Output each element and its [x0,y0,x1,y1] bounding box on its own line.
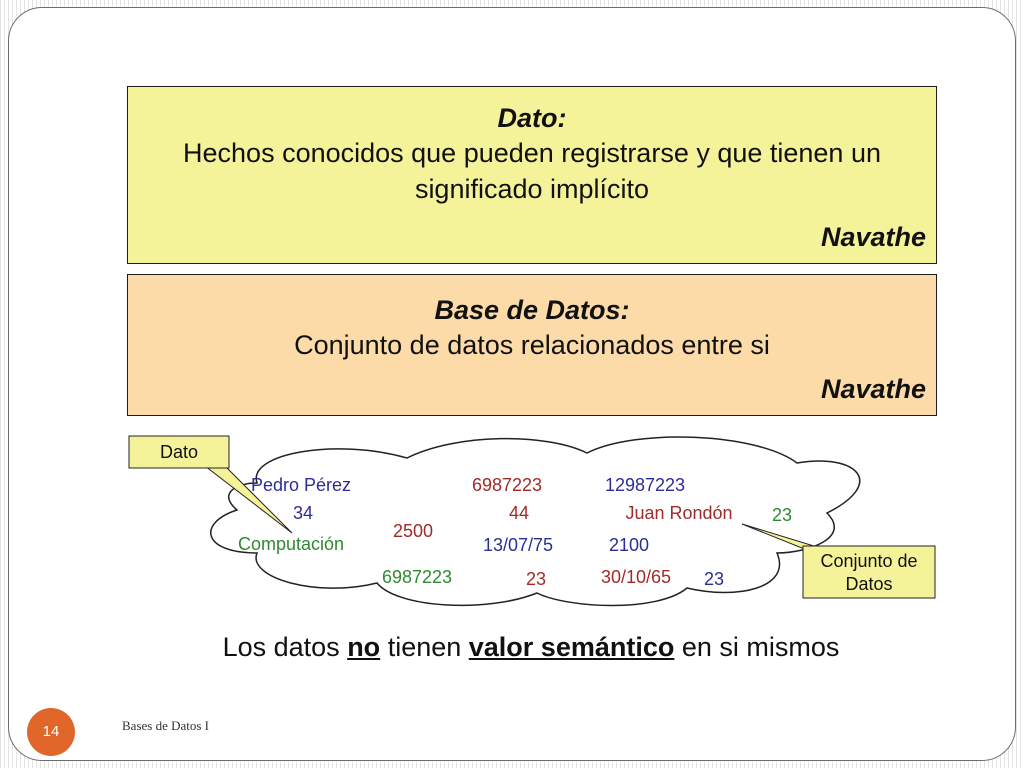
cloud-word: 23 [526,569,546,589]
cloud-word: 23 [772,505,792,525]
definition-box-dato: Dato: Hechos conocidos que pueden regist… [127,86,937,264]
cloud-word: 6987223 [382,567,452,587]
cloud-shape [210,436,861,607]
callout-conjunto-label-line1: Conjunto de [820,551,917,571]
cloud-word: 2500 [393,521,433,541]
cloud-word: 44 [509,503,529,523]
cloud-word: 6987223 [472,475,542,495]
callout-dato: Dato [128,435,293,534]
cloud-word: Computación [238,534,344,554]
definition-text: Hechos conocidos que pueden registrarse … [183,138,881,204]
cloud-word: 13/07/75 [483,535,553,555]
cloud-word: 30/10/65 [601,567,671,587]
cloud-word: 12987223 [605,475,685,495]
cloud-word: 2100 [609,535,649,555]
cloud-words: Pedro Pérez 6987223 12987223 34 44 Juan Rondó… [238,475,792,589]
conclusion-text-3: en si mismos [674,632,840,662]
definition-title: Dato: [497,103,567,133]
footer-course-title: Bases de Datos I [122,718,210,733]
definition-box-base-de-datos: Base de Datos: Conjunto de datos relacio… [127,274,937,416]
cloud-word: 34 [293,503,313,523]
callout-conjunto-box [802,545,936,599]
page-number-badge: 14 [27,708,75,756]
slide-card: Dato: Hechos conocidos que pueden regist… [8,7,1016,761]
data-cloud-diagram: Dato Conjunto de Datos Pedro Pérez 698722… [128,435,936,607]
conclusion-emphasis-valor-semantico: valor semántico [468,632,675,662]
definition-author: Navathe [820,222,926,252]
cloud-word: Pedro Pérez [251,475,351,495]
slide-content-image: Dato: Hechos conocidos que pueden regist… [117,78,945,673]
definition-author: Navathe [820,374,926,404]
conclusion-sentence: Los datos no tienen valor semántico en s… [117,632,945,663]
definition-title: Base de Datos: [434,295,630,325]
definition-text: Conjunto de datos relacionados entre si [294,330,770,360]
callout-dato-label: Dato [160,442,198,462]
callout-conjunto: Conjunto de Datos [741,523,936,599]
conclusion-text-2: tienen [380,632,469,662]
cloud-word: Juan Rondón [625,503,732,523]
conclusion-emphasis-no: no [347,632,381,662]
conclusion-text-1: Los datos [222,632,348,662]
cloud-word: 23 [704,569,724,589]
callout-conjunto-label-line2: Datos [845,574,892,594]
callout-dato-box [128,435,230,469]
